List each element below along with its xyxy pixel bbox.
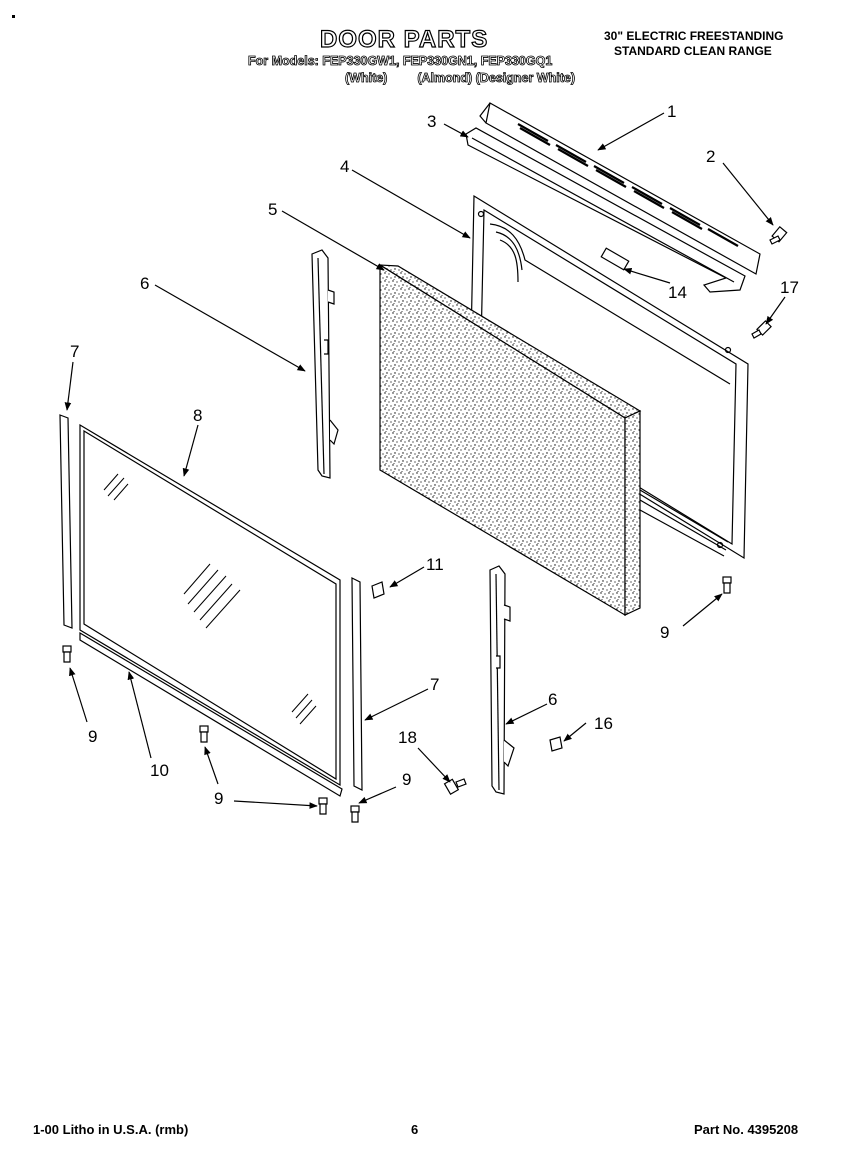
callout-6b: 6 xyxy=(548,690,557,709)
part-8-door-glass xyxy=(79,423,341,787)
part-7-side-trim-right xyxy=(351,577,363,791)
part-6-hinge-bracket-left xyxy=(311,249,339,479)
part-7-side-trim-left xyxy=(59,414,73,629)
callout-1: 1 xyxy=(667,102,676,121)
part-11-clip xyxy=(371,581,385,599)
leader-lines xyxy=(64,112,786,809)
footer-litho: 1-00 Litho in U.S.A. (rmb) xyxy=(33,1122,189,1137)
color-white: (White) xyxy=(345,71,388,86)
footer-part-number: Part No. 4395208 xyxy=(694,1122,799,1137)
callout-18: 18 xyxy=(398,728,417,747)
model-list: For Models: FEP330GW1, FEP330GN1, FEP330… xyxy=(248,54,553,69)
callout-17: 17 xyxy=(780,278,799,297)
screw-9-c xyxy=(318,797,328,815)
callout-5: 5 xyxy=(268,200,277,219)
footer-page-number: 6 xyxy=(411,1122,419,1137)
product-type-line2: STANDARD CLEAN RANGE xyxy=(614,44,772,58)
callout-11: 11 xyxy=(426,555,444,574)
color-almond: (Almond) (Designer White) xyxy=(417,71,575,86)
page-title: DOOR PARTS xyxy=(319,25,489,53)
callout-7b: 7 xyxy=(430,675,439,694)
screw-9-d xyxy=(350,805,360,823)
part-3-trim-channel xyxy=(465,127,746,293)
color-list: (White) (Almond) (Designer White) xyxy=(345,71,576,86)
callout-2: 2 xyxy=(706,147,715,166)
callout-6a: 6 xyxy=(140,274,149,293)
callout-8: 8 xyxy=(193,406,202,425)
part-9-screws xyxy=(62,576,732,823)
part-10-bottom-trim xyxy=(79,631,343,797)
part-17-screw xyxy=(751,320,772,339)
callout-16: 16 xyxy=(594,714,613,733)
corner-mark xyxy=(12,15,15,18)
product-type-line1: 30" ELECTRIC FREESTANDING xyxy=(604,29,784,43)
part-6-hinge-bracket-right xyxy=(489,565,515,795)
callout-9b: 9 xyxy=(88,727,97,746)
part-16-clip xyxy=(549,736,563,752)
callout-10: 10 xyxy=(150,761,169,780)
part-5-insulation xyxy=(379,263,642,617)
screw-9-b xyxy=(199,725,209,743)
callout-9d: 9 xyxy=(402,770,411,789)
callout-labels: 1 2 3 4 5 6 7 8 11 14 17 9 7 6 16 18 9 1… xyxy=(70,102,799,808)
screw-9-e xyxy=(722,576,732,594)
callout-14: 14 xyxy=(668,283,687,302)
part-1-vent-trim xyxy=(479,102,761,275)
screw-9-a xyxy=(62,645,72,663)
callout-9a: 9 xyxy=(660,623,669,642)
callout-3: 3 xyxy=(427,112,436,131)
callout-4: 4 xyxy=(340,157,349,176)
callout-7a: 7 xyxy=(70,342,79,361)
callout-9c: 9 xyxy=(214,789,223,808)
part-18-screw xyxy=(443,778,467,796)
part-2-screw xyxy=(769,225,788,245)
